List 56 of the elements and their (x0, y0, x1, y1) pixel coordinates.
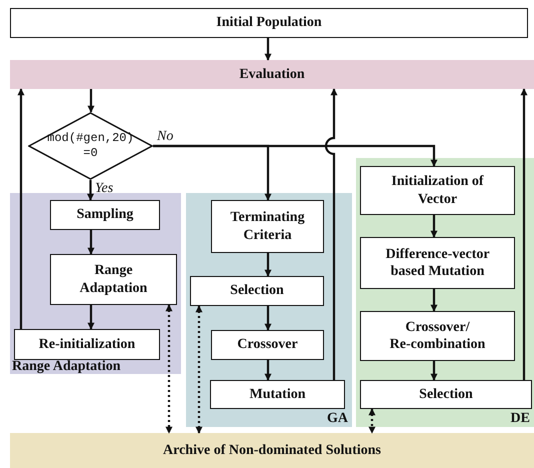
edge-label: No (157, 129, 174, 145)
node-label: Mutation (250, 386, 306, 404)
group-panel (10, 193, 181, 374)
node-label: Crossover/ Re-combination (388, 318, 486, 354)
dotted-arrow (196, 305, 202, 434)
process-box (50, 254, 177, 305)
dotted-arrow (166, 304, 172, 434)
node-label: Sampling (76, 206, 134, 224)
arrow (520, 88, 528, 380)
arrow (325, 88, 338, 380)
process-box (211, 330, 324, 360)
node-label: Re-initialization (38, 336, 136, 354)
dotted-arrow (368, 408, 376, 434)
group-panel (356, 158, 534, 427)
arrow (264, 253, 272, 277)
node-label: Evaluation (239, 66, 305, 84)
process-box (10, 8, 528, 38)
process-box (50, 200, 160, 230)
node-label: Crossover (237, 336, 298, 354)
group-label: Range Adaptation (12, 359, 121, 375)
arrow (430, 215, 438, 238)
arrow (88, 230, 94, 255)
node-label: Initial Population (216, 14, 322, 32)
process-box (360, 311, 515, 361)
node-label: Selection (230, 282, 284, 300)
node-label: Archive of Non-dominated Solutions (163, 442, 381, 460)
process-box (360, 166, 515, 215)
process-box (211, 200, 324, 253)
arrow (430, 361, 438, 381)
arrow (264, 38, 272, 61)
condition-text: mod(#gen,20) =0 (46, 131, 135, 161)
process-box (360, 380, 532, 409)
arrow (430, 289, 438, 312)
arrow (264, 360, 272, 381)
process-box (190, 276, 324, 306)
band (10, 60, 534, 89)
arrow (87, 180, 94, 201)
edge-label: Yes (95, 181, 114, 197)
arrow (18, 88, 24, 329)
band (10, 433, 534, 468)
arrow (88, 89, 94, 113)
node-label: Selection (419, 386, 473, 404)
group-label: GA (327, 411, 348, 427)
process-box (14, 329, 160, 360)
node-label: Range Adaptation (78, 262, 148, 297)
group-label: DE (510, 411, 530, 427)
node-label: Terminating Criteria (229, 209, 306, 244)
node-label: Difference-vector based Mutation (384, 246, 490, 280)
group-panel (186, 193, 352, 427)
arrow (88, 305, 94, 330)
process-box (210, 380, 345, 409)
arrow (264, 306, 272, 331)
process-box (360, 237, 515, 289)
node-label: Initialization of Vector (390, 173, 485, 208)
decision-diamond (28, 112, 153, 180)
arrow (153, 144, 438, 167)
